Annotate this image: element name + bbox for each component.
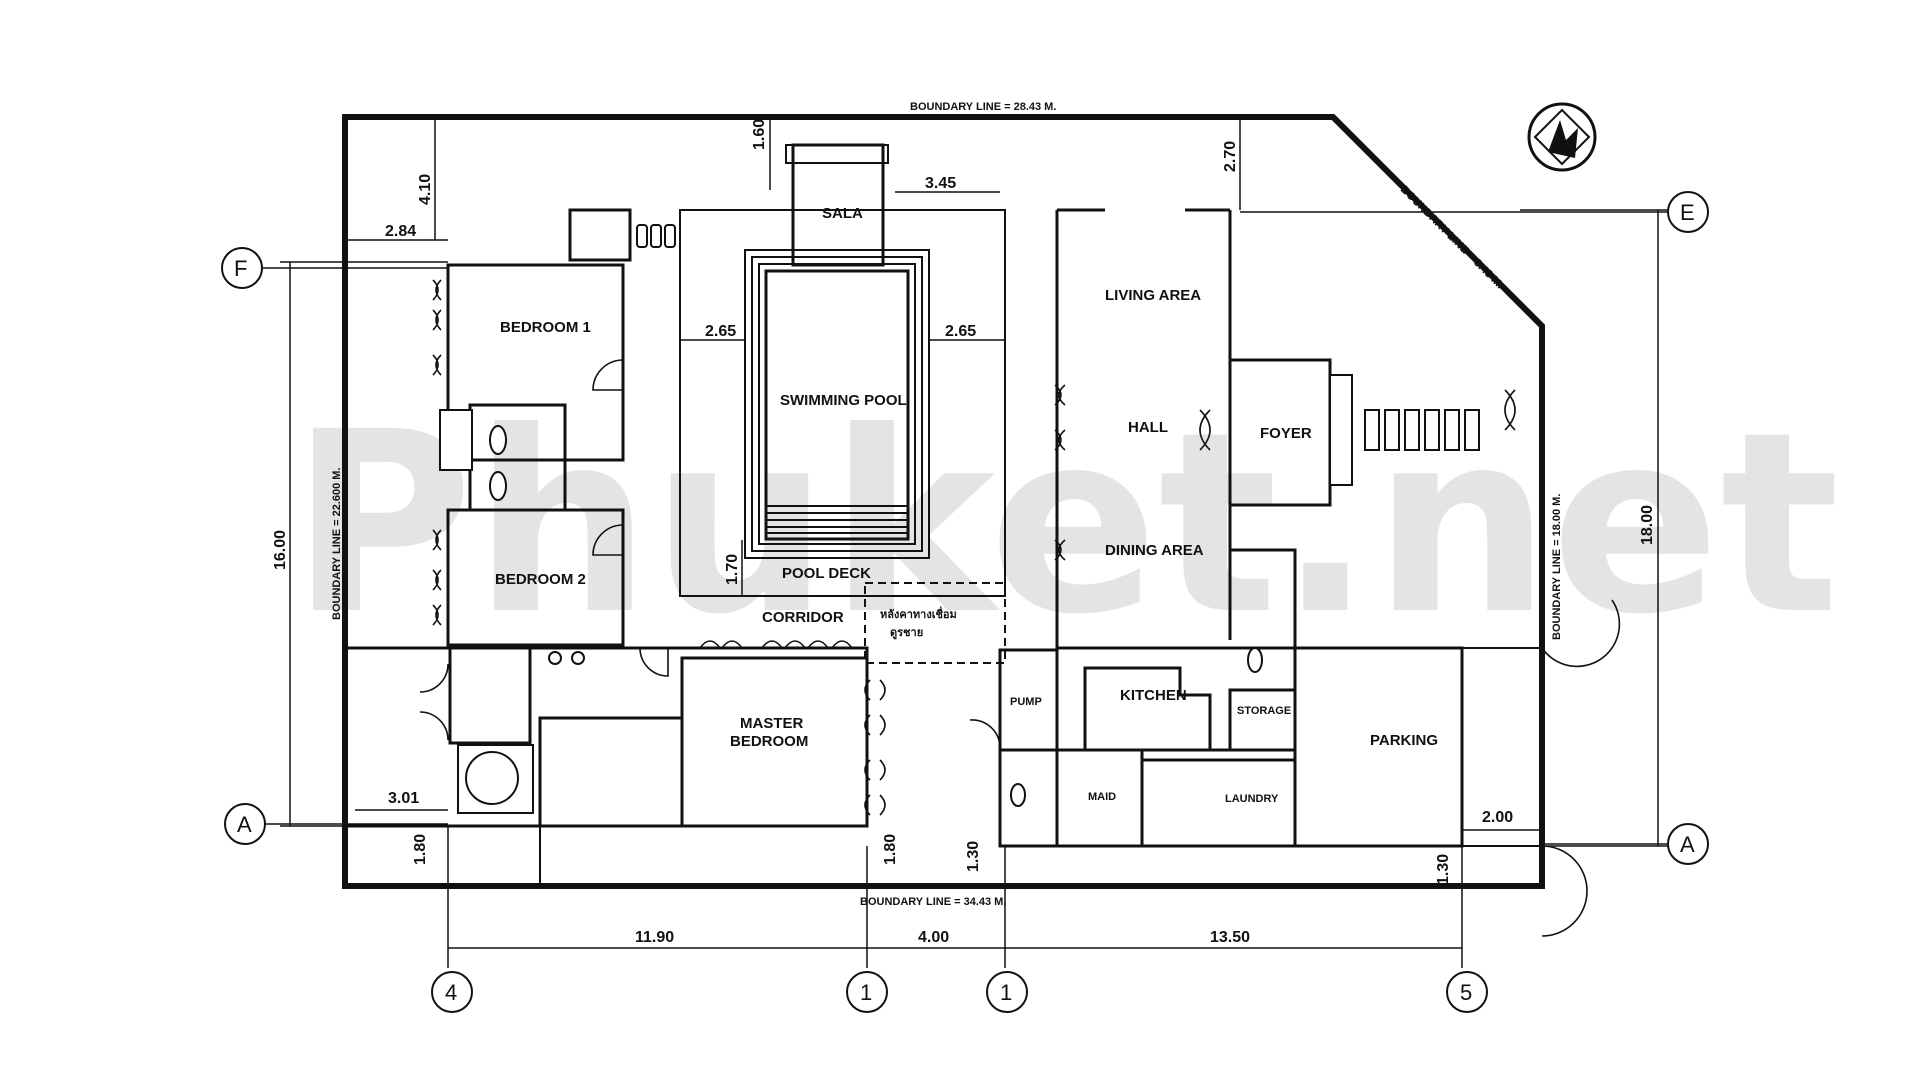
boundary-top: BOUNDARY LINE = 28.43 M. bbox=[910, 101, 1056, 113]
storage-label: STORAGE bbox=[1237, 705, 1291, 717]
bedroom-2-label: BEDROOM 2 bbox=[495, 571, 586, 588]
parking-label: PARKING bbox=[1370, 732, 1438, 749]
gate bbox=[1541, 845, 1588, 937]
toilet-icon bbox=[489, 425, 507, 455]
bedroom-1 bbox=[446, 263, 625, 462]
bedroom-2-door bbox=[592, 524, 624, 556]
grid-marker-4: 4 bbox=[431, 971, 473, 1013]
dim-2-84: 2.84 bbox=[385, 223, 416, 240]
dim-1-70: 1.70 bbox=[724, 554, 741, 585]
bedroom-1-label: BEDROOM 1 bbox=[500, 319, 591, 336]
grid-marker-A-left: A bbox=[224, 803, 448, 845]
dim-3-01: 3.01 bbox=[388, 790, 419, 807]
boundary-right: BOUNDARY LINE = 18.00 M. bbox=[1551, 494, 1563, 640]
foyer-door bbox=[1199, 409, 1211, 451]
swimming-pool bbox=[764, 269, 910, 541]
dim-13-50: 13.50 bbox=[1210, 929, 1250, 946]
svg-text:E: E bbox=[1680, 200, 1695, 225]
svg-text:A: A bbox=[1680, 832, 1695, 857]
grid-marker-F: F bbox=[221, 247, 448, 289]
grid-marker-E: E bbox=[1240, 191, 1709, 233]
grid-marker-1b: 1 bbox=[986, 971, 1028, 1013]
dim-18-00: 18.00 bbox=[1639, 505, 1656, 545]
living-area-label: LIVING AREA bbox=[1105, 287, 1201, 304]
covered-walkway bbox=[864, 582, 1006, 664]
toilet-icon bbox=[489, 471, 507, 501]
dim-2-65-right: 2.65 bbox=[945, 323, 976, 340]
boundary-bottom: BOUNDARY LINE = 34.43 M. bbox=[860, 896, 1006, 908]
svg-text:1: 1 bbox=[860, 980, 872, 1005]
master-bedroom-label-1: MASTER bbox=[740, 715, 804, 732]
master-bathroom bbox=[448, 646, 532, 745]
master-windows bbox=[864, 679, 886, 816]
corridor-label: CORRIDOR bbox=[762, 609, 844, 626]
svg-text:4: 4 bbox=[445, 980, 457, 1005]
dim-4-00: 4.00 bbox=[918, 929, 949, 946]
pool-deck bbox=[679, 209, 1006, 597]
watermark: Phuket.net bbox=[290, 378, 1840, 669]
hall-label: HALL bbox=[1128, 419, 1168, 436]
swimming-pool-label: SWIMMING POOL bbox=[780, 392, 907, 409]
dim-3-45: 3.45 bbox=[925, 175, 956, 192]
north-arrow-icon bbox=[1527, 102, 1597, 172]
dim-1-30-right: 1.30 bbox=[1435, 854, 1452, 885]
grid-marker-A-right: A bbox=[1542, 823, 1709, 865]
kitchen-label: KITCHEN bbox=[1120, 687, 1187, 704]
grid-marker-5: 5 bbox=[1446, 971, 1488, 1013]
sala-label: SALA bbox=[822, 205, 863, 222]
svg-text:F: F bbox=[234, 256, 247, 281]
pool-steps bbox=[766, 505, 908, 534]
dim-1-30-mid: 1.30 bbox=[965, 841, 982, 872]
pump-label: PUMP bbox=[1010, 696, 1042, 708]
dim-11-90: 11.90 bbox=[635, 929, 674, 946]
laundry-label: LAUNDRY bbox=[1225, 793, 1279, 805]
walkway-label-1: หลังคาทางเชื่อม bbox=[880, 606, 957, 621]
tub-icon bbox=[465, 751, 519, 805]
walk-in-closet bbox=[538, 716, 684, 828]
pool-deck-label: POOL DECK bbox=[782, 565, 871, 582]
walkway-label-2: ดูรชาย bbox=[890, 627, 923, 640]
chairs bbox=[636, 224, 676, 248]
toilet-icon bbox=[1010, 783, 1026, 807]
foyer-bench bbox=[1329, 374, 1353, 486]
front-door bbox=[1504, 389, 1516, 431]
utility-box bbox=[568, 208, 632, 262]
dim-1-80-mid: 1.80 bbox=[882, 834, 899, 865]
master-bedroom-label-2: BEDROOM bbox=[730, 733, 808, 750]
dim-4-10: 4.10 bbox=[417, 174, 434, 205]
boundary-diagonal: BOUNDARY LINE = 8.43 M. bbox=[1398, 184, 1506, 292]
bathtub-icon bbox=[439, 409, 473, 471]
dim-2-65-left: 2.65 bbox=[705, 323, 736, 340]
dim-1-60: 1.60 bbox=[751, 119, 768, 150]
storage bbox=[1228, 688, 1297, 752]
toilet-icon bbox=[1247, 647, 1263, 673]
kitchen bbox=[1083, 666, 1212, 752]
dim-2-70: 2.70 bbox=[1222, 141, 1239, 172]
svg-text:A: A bbox=[237, 812, 252, 837]
foyer-label: FOYER bbox=[1260, 425, 1312, 442]
svg-text:5: 5 bbox=[1460, 980, 1472, 1005]
bedroom-windows bbox=[432, 279, 442, 626]
entry-steps bbox=[1364, 409, 1480, 451]
grid-marker-1a: 1 bbox=[846, 971, 888, 1013]
maid-label: MAID bbox=[1088, 791, 1116, 803]
svg-text:1: 1 bbox=[1000, 980, 1012, 1005]
dim-2-00: 2.00 bbox=[1482, 809, 1513, 826]
dining-area-label: DINING AREA bbox=[1105, 542, 1204, 559]
hall-windows bbox=[1054, 384, 1066, 561]
corridor-doors bbox=[699, 640, 853, 649]
master-door bbox=[639, 647, 669, 677]
bedroom-1-door bbox=[592, 359, 624, 391]
dim-16-00: 16.00 bbox=[272, 530, 289, 570]
dim-1-80-left: 1.80 bbox=[412, 834, 429, 865]
boundary-left: BOUNDARY LINE = 22.600 M. bbox=[331, 467, 343, 620]
